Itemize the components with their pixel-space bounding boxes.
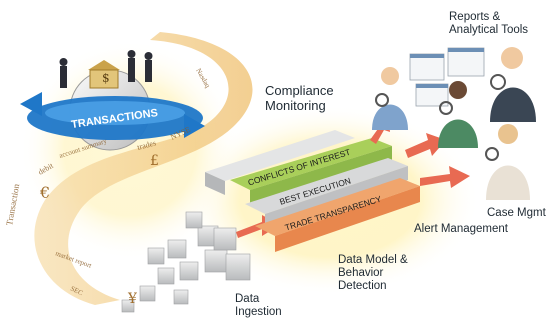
- bar-orange: [255, 178, 420, 252]
- label-alert-management: Alert Management: [414, 223, 508, 236]
- bar-back: [205, 130, 355, 195]
- label-line: Data: [235, 293, 260, 305]
- bank-icon: [89, 69, 119, 89]
- label-data-model: Data Model & Behavior Detection: [338, 254, 408, 293]
- person-silhouette-head: [144, 52, 153, 60]
- label-reports-tools: Reports & Analytical Tools: [449, 11, 528, 37]
- currency-symbol: $: [102, 71, 110, 85]
- person-silhouette: [60, 66, 67, 88]
- arrow-to-analyst-2: [405, 133, 446, 158]
- label-line: Alert Management: [414, 223, 508, 235]
- currency-symbol: €: [39, 183, 50, 202]
- analyst-person: [490, 47, 536, 122]
- ribbon-word: Transaction: [4, 183, 21, 227]
- person-silhouette-head: [127, 50, 136, 58]
- label-case-mgmt: Case Mgmt: [487, 207, 546, 220]
- label-line: Ingestion: [235, 306, 282, 318]
- analyst-person: [485, 124, 530, 200]
- person-silhouette-head: [59, 58, 68, 66]
- label-line: Monitoring: [265, 98, 326, 113]
- currency-symbols: € $ £ ¥: [39, 71, 159, 307]
- label-line: Behavior: [338, 267, 384, 279]
- label-line: Analytical Tools: [449, 24, 529, 36]
- label-line: Detection: [338, 280, 387, 292]
- data-cubes: [121, 211, 251, 313]
- report-windows: [409, 47, 485, 107]
- bank-icon-roof: [88, 60, 120, 70]
- label-compliance-monitoring: Compliance Monitoring: [265, 83, 334, 113]
- band-arrow-right: [184, 114, 205, 138]
- band-arrow-left: [20, 92, 42, 116]
- label-line: Data Model &: [338, 254, 408, 266]
- label-line: Case Mgmt: [487, 207, 546, 219]
- currency-symbol: £: [150, 153, 159, 169]
- currency-symbol: ¥: [127, 291, 137, 307]
- analyst-person: [372, 67, 408, 130]
- transactions-band-inner: [45, 101, 185, 125]
- arrow-to-case: [420, 166, 470, 188]
- label-data-ingestion: Data Ingestion: [235, 293, 282, 319]
- bar-green: [230, 138, 392, 204]
- label-line: Reports &: [449, 11, 501, 23]
- text-ribbon: [34, 32, 253, 305]
- analyst-person: [438, 81, 478, 148]
- label-line: Compliance: [265, 83, 334, 98]
- person-silhouette: [128, 58, 135, 82]
- person-silhouette: [145, 60, 152, 82]
